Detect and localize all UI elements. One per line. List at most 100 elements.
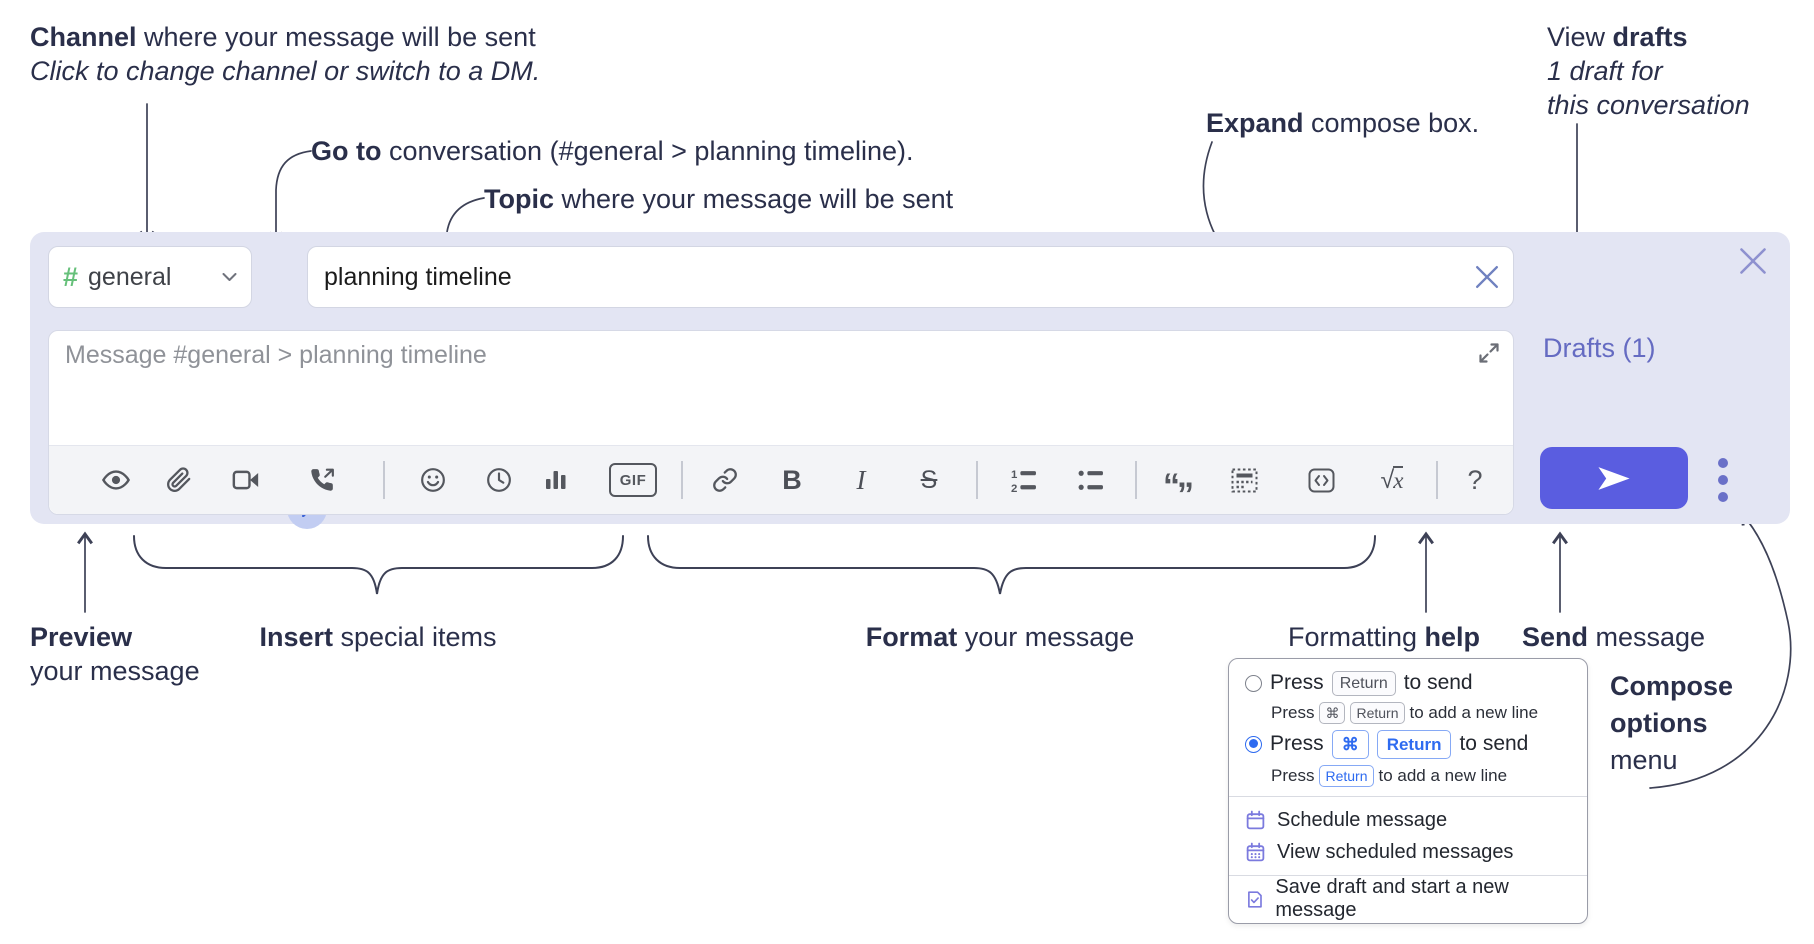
menu-divider	[1229, 875, 1587, 876]
topic-input[interactable]	[322, 261, 1475, 293]
link-button[interactable]	[704, 459, 746, 501]
option-text: Press	[1270, 671, 1324, 694]
bold-button[interactable]: B	[771, 459, 813, 501]
topic-annotation: Topic where your message will be sent	[484, 184, 954, 214]
topic-input-container	[307, 246, 1514, 308]
compose-toolbar: GIF B I S 1 2	[49, 445, 1513, 514]
format-annotation: Format your message	[865, 622, 1135, 652]
bulleted-list-icon	[1078, 470, 1103, 490]
spoiler-button[interactable]	[1223, 459, 1265, 501]
menu-item-label: Schedule message	[1277, 808, 1448, 831]
quote-icon: “”	[1163, 467, 1194, 514]
paperclip-icon	[167, 467, 191, 492]
code-icon	[1308, 468, 1334, 492]
toolbar-divider	[681, 461, 683, 499]
brace-format-group	[647, 535, 1376, 595]
quote-button[interactable]: “”	[1156, 459, 1198, 514]
compose-options-menu: Press Return to send Press ⌘ Return to a…	[1228, 658, 1588, 924]
toolbar-divider	[1436, 461, 1438, 499]
menu-item-label: View scheduled messages	[1277, 840, 1514, 863]
bulleted-list-button[interactable]	[1069, 459, 1111, 501]
global-time-button[interactable]	[478, 459, 520, 501]
return-key-chip: Return	[1319, 764, 1374, 787]
italic-icon: I	[856, 464, 866, 495]
channel-hash-icon: #	[63, 261, 79, 292]
send-shortcut-option-1[interactable]: Press Return to send	[1245, 667, 1571, 699]
message-input[interactable]	[63, 339, 1447, 441]
option-text: to send	[1403, 671, 1473, 694]
compose-options-annotation: Compose options menu	[1610, 671, 1734, 775]
compose-options-button[interactable]	[1713, 458, 1733, 502]
radio-selected-icon[interactable]	[1245, 735, 1262, 753]
expand-annotation: Expand compose box.	[1206, 108, 1480, 138]
clock-icon	[487, 468, 511, 492]
chevron-down-icon	[222, 272, 237, 281]
menu-item-label: Save draft and start a new message	[1275, 876, 1509, 921]
menu-item-schedule-message[interactable]: Schedule message	[1245, 804, 1571, 836]
brace-insert-group	[133, 535, 624, 595]
link-icon	[713, 468, 737, 492]
send-shortcut-option-2[interactable]: Press ⌘ Return to send	[1245, 726, 1571, 762]
message-box: GIF B I S 1 2	[48, 330, 1514, 515]
return-key-chip: Return	[1376, 729, 1452, 759]
svg-text:1: 1	[1011, 468, 1018, 480]
italic-button[interactable]: I	[840, 459, 882, 501]
clear-topic-icon[interactable]	[1475, 265, 1499, 289]
math-button[interactable]: √x	[1368, 459, 1416, 501]
channel-annotation: Channel where your message will be sent …	[30, 22, 541, 86]
ellipsis-dot	[1718, 492, 1728, 502]
math-icon: √x	[1380, 465, 1404, 494]
close-compose-button[interactable]	[1738, 246, 1768, 276]
calendar-icon	[1246, 810, 1265, 829]
calendar-dots-icon	[1246, 842, 1265, 861]
numbered-list-button[interactable]: 1 2	[1002, 459, 1044, 501]
ellipsis-dot	[1718, 458, 1728, 468]
spoiler-icon	[1231, 468, 1257, 492]
audio-call-button[interactable]	[301, 459, 343, 501]
return-key-chip: Return	[1331, 670, 1396, 696]
option-text: to send	[1459, 732, 1529, 755]
drafts-link[interactable]: Drafts (1)	[1543, 333, 1656, 363]
toolbar-divider	[1135, 461, 1137, 499]
save-draft-icon	[1248, 890, 1262, 908]
cmd-key-chip: ⌘	[1319, 701, 1346, 724]
connector-goto-arrow	[268, 150, 312, 245]
ellipsis-dot	[1718, 475, 1728, 485]
toolbar-divider	[976, 461, 978, 499]
goto-annotation: Go to conversation (#general > planning …	[311, 136, 914, 166]
formatting-help-annotation: Formatting help	[1288, 622, 1481, 652]
expand-compose-button[interactable]	[1477, 341, 1503, 367]
send-shortcut-option-1-sub: Press ⌘ Return to add a new line	[1271, 701, 1539, 724]
radio-unselected-icon[interactable]	[1245, 674, 1262, 692]
channel-name: general	[88, 262, 172, 291]
send-button[interactable]	[1540, 447, 1688, 509]
menu-item-view-scheduled-messages[interactable]: View scheduled messages	[1245, 836, 1571, 868]
gif-button[interactable]: GIF	[609, 459, 657, 501]
eye-icon	[102, 470, 130, 490]
poll-button[interactable]	[535, 459, 577, 501]
preview-button[interactable]	[95, 459, 137, 501]
numbered-list-icon: 1 2	[1011, 468, 1036, 494]
expand-icon	[1479, 343, 1499, 363]
strikethrough-icon: S	[920, 465, 938, 494]
menu-item-save-draft-new-message[interactable]: Save draft and start a new message	[1245, 876, 1571, 921]
bold-icon: B	[782, 464, 802, 495]
send-shortcut-option-2-sub: Press Return to add a new line	[1271, 764, 1508, 787]
message-formatting-help-button[interactable]: ?	[1454, 459, 1496, 501]
video-call-button[interactable]	[225, 459, 267, 501]
question-mark-icon: ?	[1467, 464, 1483, 495]
close-icon	[1740, 248, 1766, 274]
channel-selector[interactable]: # general	[48, 246, 252, 308]
toolbar-divider	[383, 461, 385, 499]
emoji-button[interactable]	[412, 459, 454, 501]
strikethrough-button[interactable]: S	[908, 459, 950, 501]
view-drafts-annotation: View drafts 1 draft for this conversatio…	[1547, 22, 1750, 120]
svg-text:2: 2	[1011, 482, 1017, 493]
bar-chart-icon	[546, 471, 566, 489]
return-key-chip: Return	[1350, 701, 1405, 724]
attach-file-button[interactable]	[158, 459, 200, 501]
send-annotation: Send message	[1522, 622, 1706, 652]
phone-outgoing-icon	[311, 468, 334, 491]
code-button[interactable]	[1300, 459, 1342, 501]
